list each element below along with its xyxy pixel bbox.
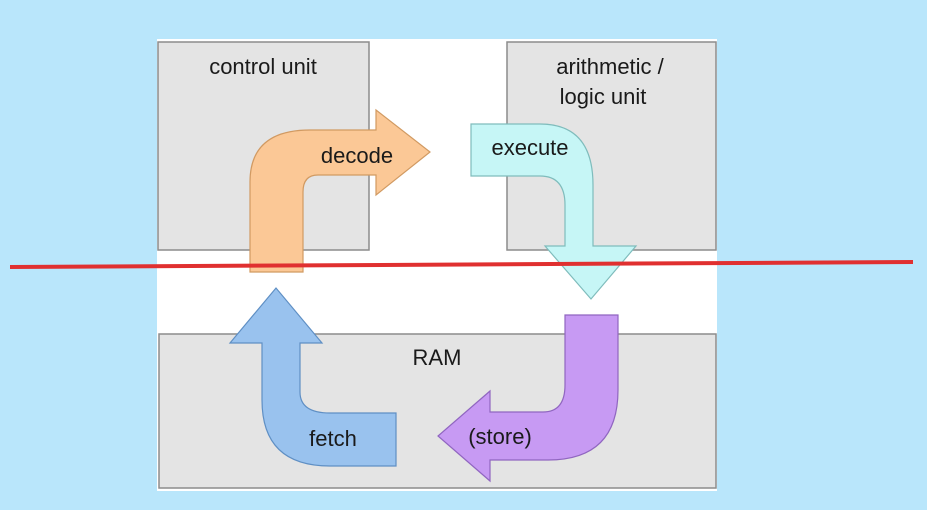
alu-label-line2: logic unit bbox=[560, 84, 647, 109]
store-arrow bbox=[437, 314, 619, 483]
alu-label-line1: arithmetic / bbox=[556, 54, 664, 79]
decode-label: decode bbox=[321, 143, 393, 168]
fetch-arrow bbox=[228, 287, 397, 467]
control-unit-label: control unit bbox=[209, 54, 317, 79]
ram-box bbox=[158, 333, 717, 489]
execute-arrow bbox=[470, 123, 638, 300]
ram-label: RAM bbox=[413, 345, 462, 370]
execute-label: execute bbox=[491, 135, 568, 160]
store-label: (store) bbox=[468, 424, 532, 449]
decode-arrow bbox=[249, 108, 431, 273]
fetch-label: fetch bbox=[309, 426, 357, 451]
divider-line bbox=[9, 260, 914, 269]
